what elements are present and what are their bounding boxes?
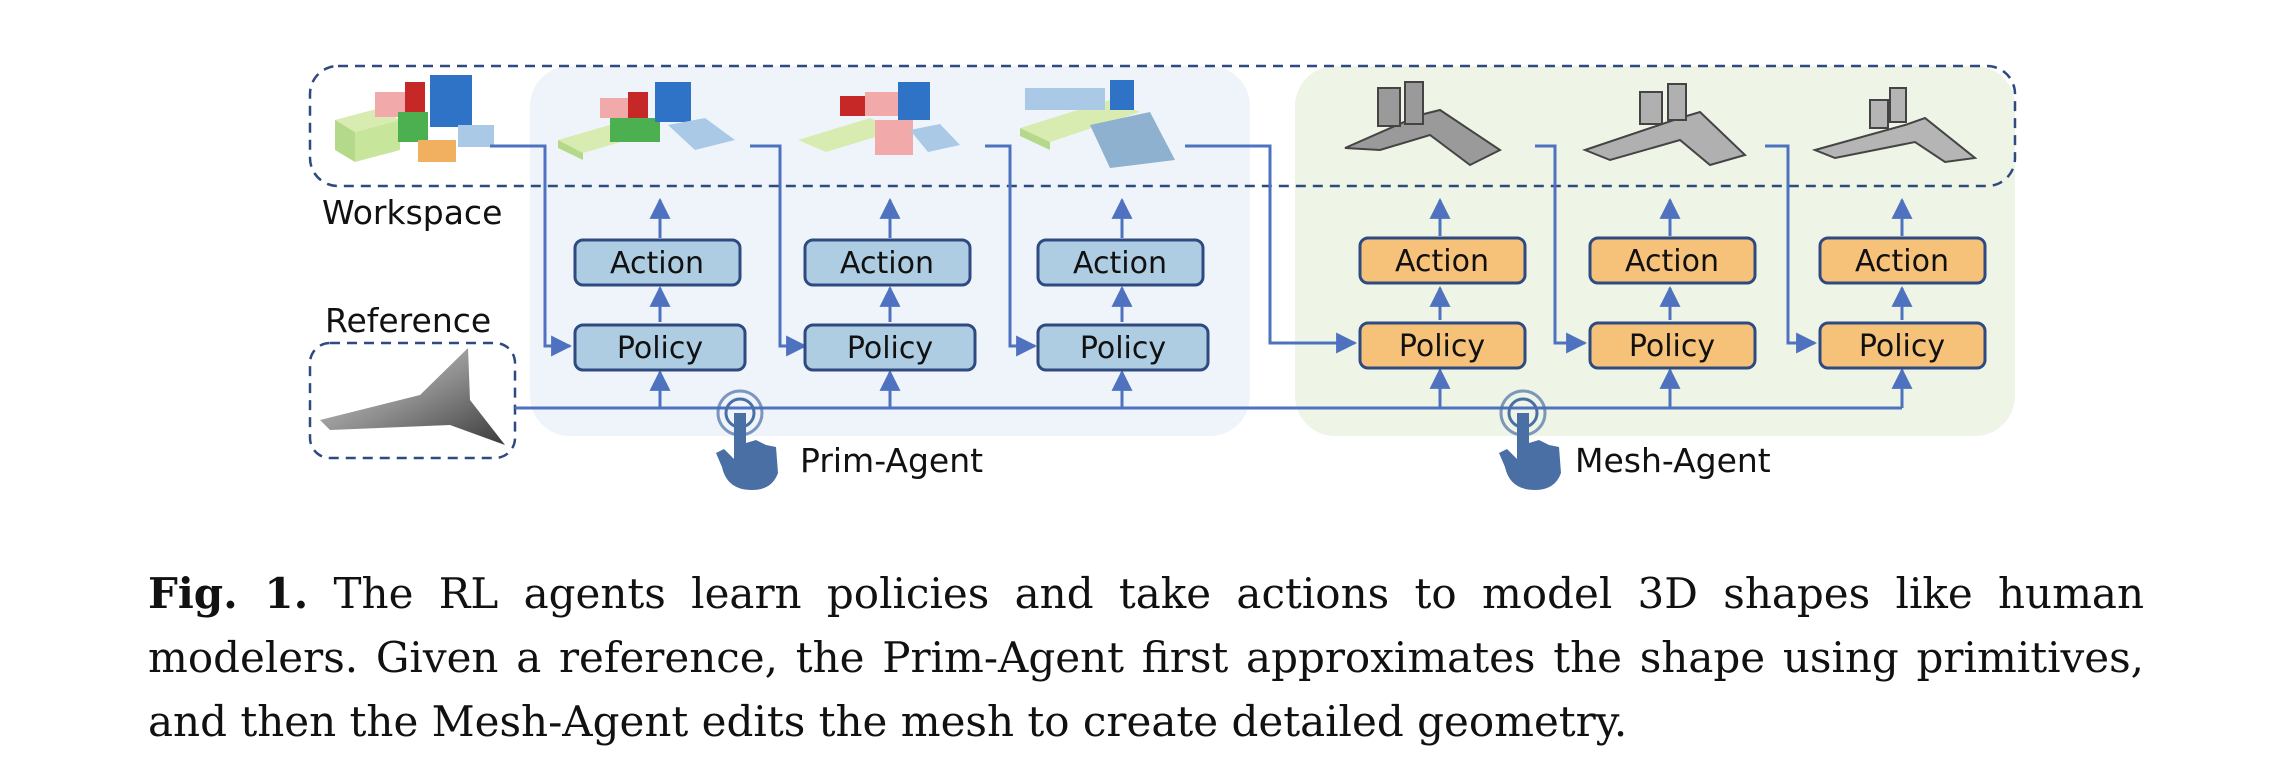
policy-box [1818,321,1987,370]
action-label: Action [1073,246,1167,281]
policy-label: Policy [1859,329,1945,364]
prim-agent-step-2: Action Policy [803,238,977,372]
action-box [1358,236,1527,285]
workspace-primitives-initial [335,75,494,162]
workspace-label: Workspace [322,193,502,232]
policy-label: Policy [1629,329,1715,364]
flow-lines [490,144,1913,410]
workspace-mesh-step2 [1582,83,1747,167]
action-box [803,238,972,287]
action-box [1818,236,1987,285]
mesh-agent-step-2: Action Policy [1588,236,1757,370]
workspace-mesh-step1 [1344,81,1502,167]
prim-agent-step-3: Action Policy [1036,238,1210,372]
caption-text: The RL agents learn policies and take ac… [148,569,2145,746]
action-label: Action [840,246,934,281]
workspace-primitives-step1 [558,82,735,160]
policy-box [1358,321,1527,370]
action-box [573,238,742,287]
workspace-primitives-step2 [798,82,960,155]
tap-hand-icon [1499,389,1561,490]
policy-box [1588,321,1757,370]
action-label: Action [1855,244,1949,279]
mesh-agent-label: Mesh-Agent [1575,441,1771,480]
policy-label: Policy [847,331,933,366]
mesh-agent-step-1: Action Policy [1358,236,1527,370]
action-box [1588,236,1757,285]
policy-label: Policy [1399,329,1485,364]
policy-box [573,323,747,372]
action-label: Action [1625,244,1719,279]
policy-label: Policy [1080,331,1166,366]
prim-agent-label: Prim-Agent [800,441,983,480]
workspace-primitives-step3 [1020,80,1175,168]
mesh-agent-step-3: Action Policy [1818,236,1987,370]
prim-agent-step-1: Action Policy [573,238,747,372]
policy-box [1036,323,1210,372]
action-box [1036,238,1205,287]
workspace-box [308,64,2017,188]
workspace-mesh-step3 [1811,87,1978,164]
tap-hand-icon [716,389,778,490]
reference-image [320,348,505,445]
caption-label: Fig. 1. [148,569,309,618]
reference-label: Reference [325,301,491,340]
reference-box [308,341,517,460]
action-label: Action [1395,244,1489,279]
policy-box [803,323,977,372]
figure-caption: Fig. 1. The RL agents learn policies and… [148,562,2144,754]
action-label: Action [610,246,704,281]
policy-label: Policy [617,331,703,366]
